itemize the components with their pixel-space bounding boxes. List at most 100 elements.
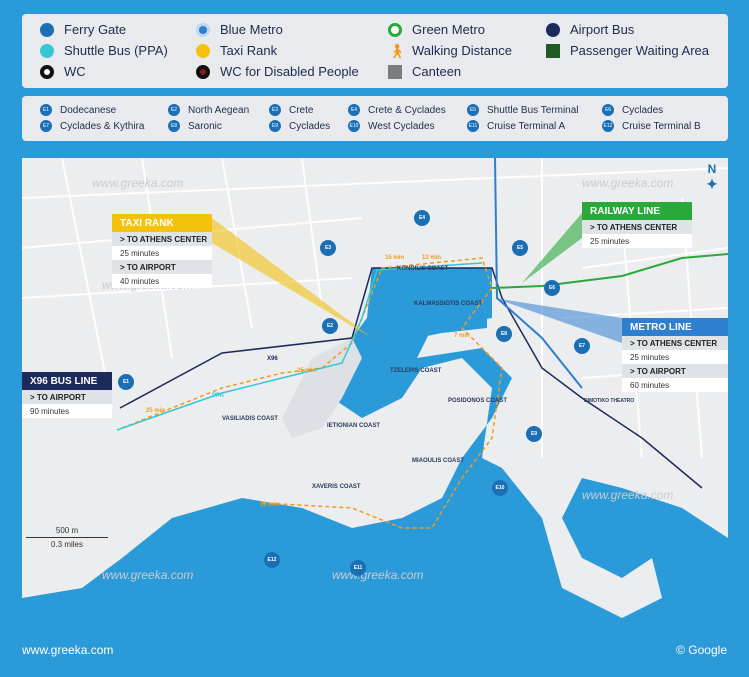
scale-meters: 500 m — [55, 526, 79, 535]
callout-duration: 25 minutes — [112, 246, 212, 260]
walk-time-label: 12 min — [422, 255, 442, 261]
legend-walking: 🚶︎Walking Distance — [388, 42, 512, 59]
legend-blue-metro: Blue Metro — [196, 22, 283, 37]
wc-disabled-icon — [196, 64, 210, 79]
callout-title: TAXI RANK — [112, 214, 212, 232]
map-gate-e1[interactable]: E1 — [118, 374, 134, 390]
shuttle-bus-icon — [40, 43, 54, 58]
walk-time-label: 30 min — [260, 502, 280, 508]
footer-credit: © Google — [676, 643, 727, 657]
shuttle-route — [116, 262, 483, 431]
port-map[interactable]: www.greeka.com www.greeka.com www.greeka… — [22, 158, 728, 630]
gate-badge: E1 — [40, 104, 52, 116]
legend-green-metro: Green Metro — [388, 22, 485, 37]
legend-airport-bus: Airport Bus — [546, 22, 634, 37]
coast-label: KALMASSIOTIS COAST — [414, 301, 483, 307]
railway-beam — [522, 213, 582, 283]
ferry-gate-icon — [40, 22, 54, 37]
blue-metro-line — [494, 158, 583, 389]
map-gate-e3[interactable]: E3 — [320, 240, 336, 256]
map-gate-e12[interactable]: E12 — [264, 552, 280, 568]
callout-destination: TO ATHENS CENTER — [622, 336, 728, 350]
watermark: www.greeka.com — [332, 568, 424, 582]
harbor-water — [22, 268, 728, 630]
gate-badge: E7 — [40, 120, 52, 132]
walking-route — [121, 257, 503, 529]
metro-line-callout: METRO LINE TO ATHENS CENTER 25 minutes T… — [622, 318, 728, 392]
callout-duration: 25 minutes — [622, 350, 728, 364]
callout-destination: TO ATHENS CENTER — [112, 232, 212, 246]
green-metro-line — [491, 253, 728, 289]
scale-bar: 500 m 0.3 miles — [22, 526, 112, 549]
watermark: www.greeka.com — [102, 568, 194, 582]
coast-label: TZELEPIS COAST — [390, 368, 442, 374]
map-gate-e11[interactable]: E11 — [350, 560, 366, 576]
wc-icon — [40, 64, 54, 79]
map-gate-e4[interactable]: E4 — [414, 210, 430, 226]
footer-site[interactable]: www.greeka.com — [22, 643, 114, 657]
watermark: www.greeka.com — [92, 176, 184, 190]
legend-wc-disabled: WC for Disabled People — [196, 64, 359, 79]
map-gate-e8[interactable]: E8 — [496, 326, 512, 342]
airport-bus-icon — [546, 22, 560, 37]
callout-title: METRO LINE — [622, 318, 728, 336]
watermark: www.greeka.com — [582, 488, 674, 502]
gate-badge: E6 — [602, 104, 614, 116]
map-gate-e5[interactable]: E5 — [512, 240, 528, 256]
coast-label: VASILIADIS COAST — [222, 416, 278, 422]
walk-time-label: 7 min — [454, 333, 470, 339]
canteen-icon — [388, 64, 402, 79]
walk-time-label: 15 min — [385, 255, 405, 261]
theatre-label: DIMOTIKO THEATRO — [584, 398, 635, 404]
coast-label: XAVERIS COAST — [312, 484, 361, 490]
callout-destination: TO ATHENS CENTER — [582, 220, 692, 234]
legend-shuttle-bus: Shuttle Bus (PPA) — [40, 43, 168, 58]
walk-time-label: 25 min — [146, 408, 166, 414]
legend-wc: WC — [40, 64, 86, 79]
callout-destination: TO AIRPORT — [112, 260, 212, 274]
metro-beam — [494, 298, 622, 343]
bus-line-callout: X96 BUS LINE TO AIRPORT 90 minutes — [22, 372, 112, 418]
compass: N ✦ — [702, 162, 722, 193]
legend-waiting-area: Passenger Waiting Area — [546, 43, 709, 58]
railway-line-callout: RAILWAY LINE TO ATHENS CENTER 25 minutes — [582, 202, 692, 248]
callout-destination: TO AIRPORT — [22, 390, 112, 404]
gate-badge: E10 — [348, 120, 360, 132]
legend-panel: Ferry Gate Blue Metro Green Metro Airpor… — [22, 14, 728, 88]
taxi-rank-callout: TAXI RANK TO ATHENS CENTER 25 minutes TO… — [112, 214, 212, 288]
gate-badge: E3 — [269, 104, 281, 116]
watermark: www.greeka.com — [582, 176, 674, 190]
map-gate-e2[interactable]: E2 — [322, 318, 338, 334]
gate-badge: E4 — [348, 104, 360, 116]
gate-badge: E9 — [269, 120, 281, 132]
callout-duration: 25 minutes — [582, 234, 692, 248]
gate-badge: E12 — [602, 120, 614, 132]
compass-icon: ✦ — [706, 176, 718, 192]
map-gate-e10[interactable]: E10 — [492, 480, 508, 496]
scale-miles: 0.3 miles — [50, 540, 83, 549]
callout-title: X96 BUS LINE — [22, 372, 112, 390]
map-gate-e6[interactable]: E6 — [544, 280, 560, 296]
callout-title: RAILWAY LINE — [582, 202, 692, 220]
callout-duration: 90 minutes — [22, 404, 112, 418]
map-gate-e9[interactable]: E9 — [526, 426, 542, 442]
callout-destination: TO AIRPORT — [622, 364, 728, 378]
callout-duration: 40 minutes — [112, 274, 212, 288]
route-label: PPA — [212, 393, 224, 399]
gate-badge: E11 — [467, 120, 479, 132]
compass-north-label: N — [707, 162, 717, 176]
taxi-icon — [196, 43, 210, 58]
walking-icon: 🚶︎ — [388, 42, 406, 59]
legend-canteen: Canteen — [388, 64, 461, 79]
map-gate-e7[interactable]: E7 — [574, 338, 590, 354]
coast-label: KONDILIS COAST — [397, 266, 449, 272]
harbor-inner-water — [367, 270, 487, 373]
